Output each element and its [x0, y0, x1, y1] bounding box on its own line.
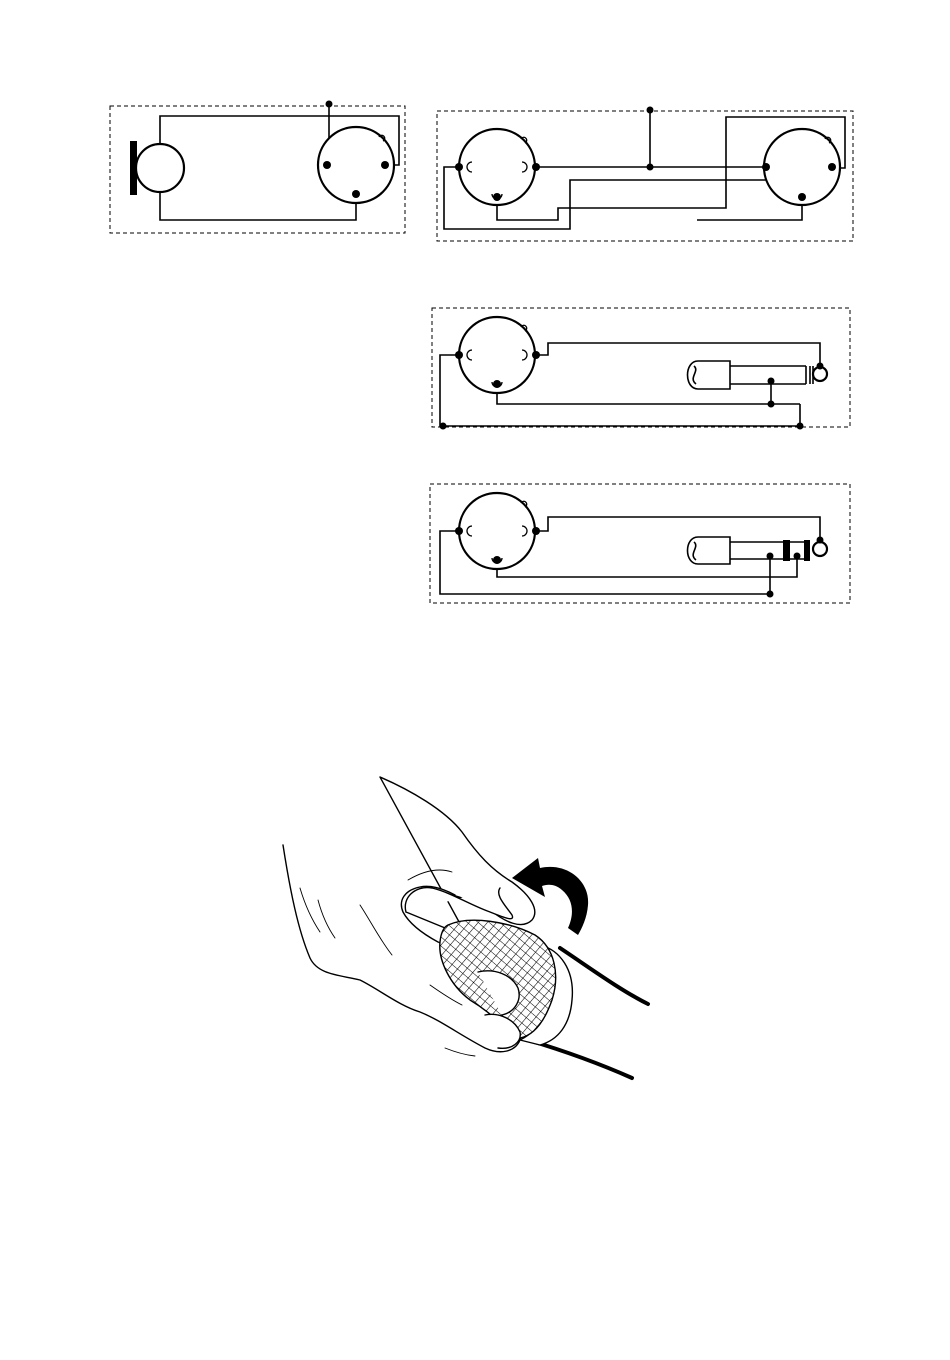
crease	[445, 1048, 475, 1056]
xlr-connector-icon	[455, 317, 540, 393]
junction-dot	[797, 423, 804, 430]
mono-jack-plug-icon	[688, 361, 828, 389]
stereo-jack-plug-icon	[688, 537, 828, 565]
junction-dot	[768, 401, 775, 408]
wire	[536, 517, 820, 540]
junction-dot	[647, 107, 654, 114]
junction-dot	[647, 164, 654, 171]
cable	[560, 948, 648, 1004]
junction-dot	[440, 423, 447, 430]
xlr-connector-icon	[318, 127, 394, 203]
microphone-capsule-icon	[130, 141, 184, 195]
xlr-connector-icon	[762, 129, 840, 205]
diagram-xlr-to-stereo-jack	[430, 484, 850, 603]
wire	[536, 343, 820, 366]
diagram-xlr-to-xlr	[437, 107, 853, 242]
wire	[160, 192, 356, 220]
cable	[528, 1040, 632, 1078]
xlr-connector-icon	[455, 129, 540, 205]
diagram-mic-to-xlr	[110, 101, 405, 234]
xlr-connector-icon	[455, 493, 540, 569]
diagram-xlr-to-mono-jack	[432, 308, 850, 430]
hand-rotating-microphone-illustration	[283, 777, 648, 1078]
wire	[497, 384, 800, 404]
junction-dot	[767, 591, 774, 598]
junction-dot	[326, 101, 333, 108]
